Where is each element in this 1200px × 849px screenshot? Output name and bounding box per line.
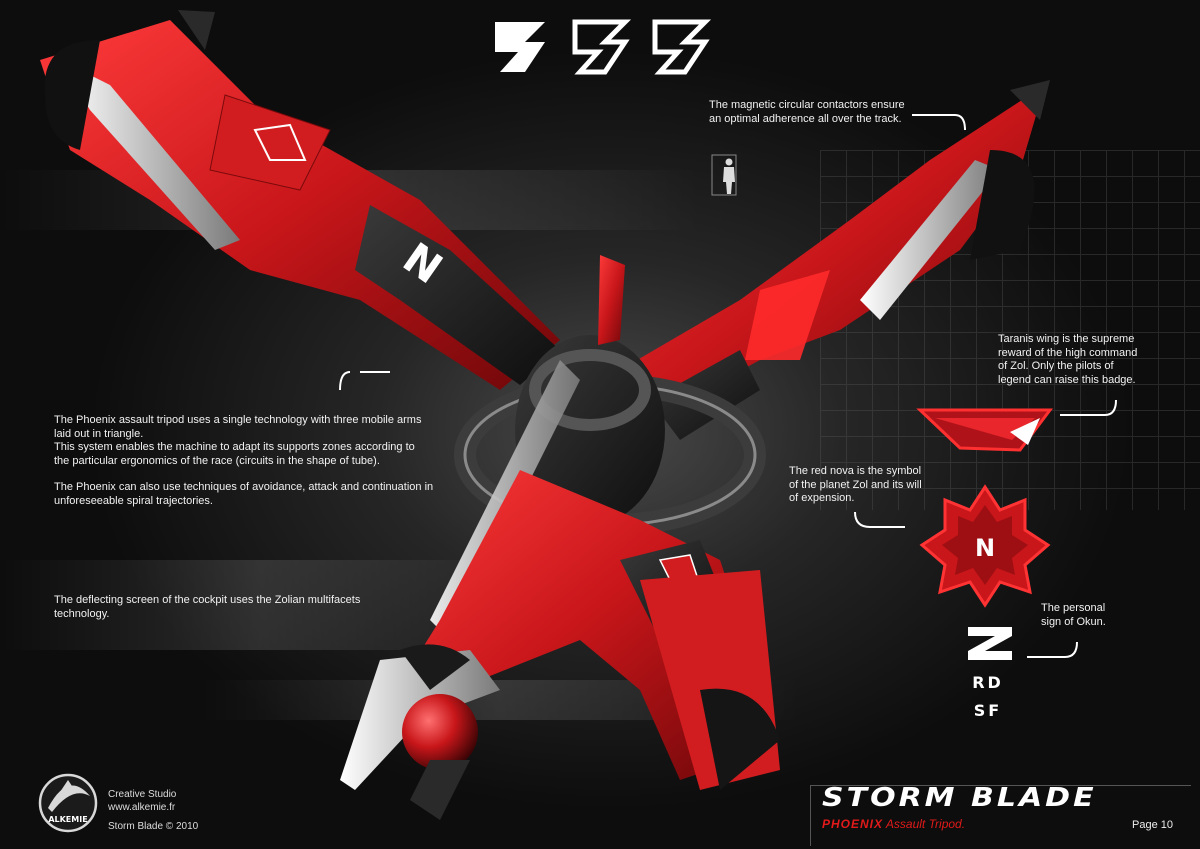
annotation-nova: The red nova is the symbol of the planet… <box>789 465 959 506</box>
annotation-line: of expension. <box>789 492 855 504</box>
annotation-line: legend can raise this badge. <box>998 373 1136 386</box>
annotation-line: The personal <box>1041 602 1106 614</box>
annotation-cockpit: The deflecting screen of the cockpit use… <box>54 594 434 621</box>
annotation-line: The Phoenix assault tripod uses a single… <box>54 414 422 426</box>
annotation-line: The red nova is the symbol <box>789 465 922 477</box>
annotation-line: The Phoenix can also use techniques of a… <box>54 481 434 493</box>
callout-line-phoenix <box>339 371 390 391</box>
annotation-line: of Zol. Only the pilots of <box>998 360 1114 372</box>
upper-right-arm <box>620 80 1050 440</box>
subtitle-rest: Assault Tripod. <box>885 817 966 831</box>
header-glyph-outline <box>572 19 632 75</box>
annotation-line: of the planet Zol and its will <box>789 478 922 491</box>
annotation-line: Taranis wing is the supreme <box>998 333 1135 345</box>
copyright: Storm Blade © 2010 <box>108 821 199 832</box>
studio-name: Creative Studio <box>108 789 177 800</box>
studio-info: Creative Studio www.alkemie.fr Storm Bla… <box>108 788 198 833</box>
callout-line-okun <box>1027 641 1078 658</box>
nova-letter: N <box>975 534 995 562</box>
upper-left-arm: N <box>40 10 560 390</box>
brand-title: STORM BLADE <box>822 783 1097 813</box>
annotation-line: The magnetic circular contactors ensure <box>709 99 905 111</box>
annotation-okun: The personal sign of Okun. <box>1041 602 1131 629</box>
annotation-line: reward of the high command <box>998 346 1138 359</box>
annotation-line: The deflecting screen of the cockpit use… <box>54 594 361 606</box>
okun-z-glyph <box>968 627 1012 660</box>
annotation-line: technology. <box>54 607 110 620</box>
page-number: Page 10 <box>1132 819 1173 831</box>
annotation-line: the particular ergonomics of the race (c… <box>54 454 380 467</box>
subtitle-accent: PHOENIX <box>822 817 884 831</box>
studio-url[interactable]: www.alkemie.fr <box>108 802 176 813</box>
annotation-line: This system enables the machine to adapt… <box>54 441 415 453</box>
annotation-phoenix: The Phoenix assault tripod uses a single… <box>54 414 494 508</box>
header-glyph-solid <box>495 22 545 72</box>
annotation-magnetic: The magnetic circular contactors ensure … <box>709 99 929 126</box>
okun-row-1: RD <box>972 673 1004 692</box>
annotation-line: laid out in triangle. <box>54 427 144 440</box>
callout-line-nova <box>854 511 905 528</box>
okun-row-2: SF <box>974 701 1002 720</box>
header-glyph-outline-alt <box>652 19 712 75</box>
brand-subtitle: PHOENIX Assault Tripod. <box>822 817 965 831</box>
logo-text: ALKEMIE <box>48 815 87 824</box>
brand-panel <box>810 785 1191 846</box>
callout-line-taranis <box>1060 399 1117 416</box>
annotation-line: unforeseeable spiral trajectories. <box>54 494 213 507</box>
annotation-line: an optimal adherence all over the track. <box>709 112 902 125</box>
annotation-line: sign of Okun. <box>1041 615 1106 628</box>
callout-line-magnetic <box>912 114 966 131</box>
lower-arm <box>340 470 780 820</box>
annotation-taranis: Taranis wing is the supreme reward of th… <box>998 333 1148 387</box>
human-scale-figure <box>723 158 735 194</box>
